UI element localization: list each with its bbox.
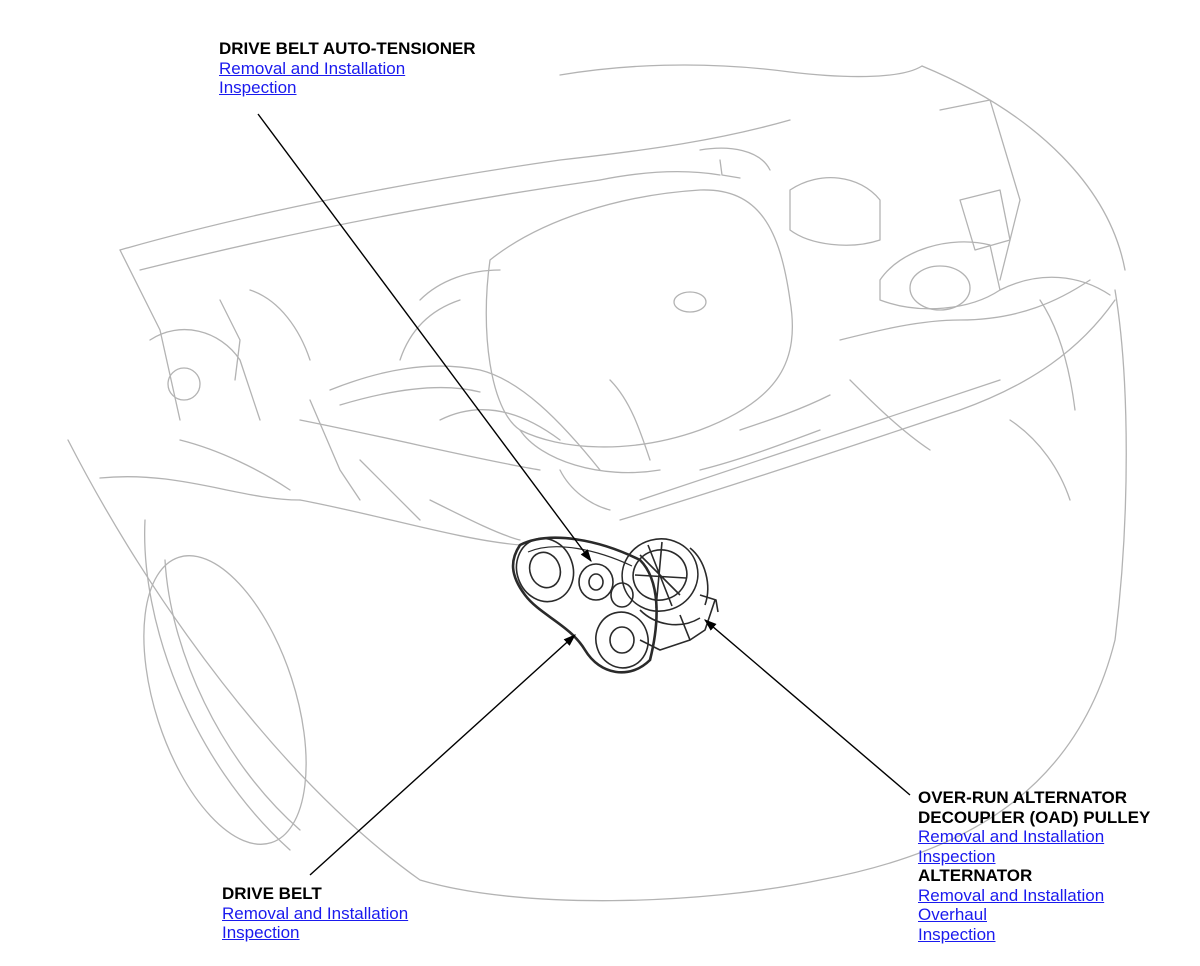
link-alternator-overhaul[interactable]: Overhaul bbox=[918, 905, 987, 924]
leader-lines bbox=[257, 113, 911, 876]
callout-title-oad-pulley-line1: OVER-RUN ALTERNATOR bbox=[918, 788, 1128, 807]
tensioner-leader-line bbox=[257, 113, 592, 563]
link-drive-belt-inspection[interactable]: Inspection bbox=[222, 923, 300, 942]
callout-title-auto-tensioner: DRIVE BELT AUTO-TENSIONER bbox=[219, 39, 476, 58]
callout-title-oad-pulley-line2: DECOUPLER (OAD) PULLEY bbox=[918, 807, 1151, 827]
vehicle-body-sketch bbox=[67, 64, 1127, 902]
link-oad-pulley-inspection[interactable]: Inspection bbox=[918, 846, 996, 866]
link-alternator-removal-installation[interactable]: Removal and Installation bbox=[918, 885, 1105, 905]
callout-drive-belt: DRIVE BELT Removal and Installation Insp… bbox=[222, 884, 408, 943]
callout-oad-pulley-alternator: OVER-RUN ALTERNATOR DECOUPLER (OAD) PULL… bbox=[918, 788, 1150, 944]
link-auto-tensioner-inspection[interactable]: Inspection bbox=[219, 78, 297, 97]
link-drive-belt-removal-installation[interactable]: Removal and Installation bbox=[222, 903, 409, 923]
callout-title-alternator: ALTERNATOR bbox=[918, 866, 1033, 885]
link-auto-tensioner-removal-installation[interactable]: Removal and Installation bbox=[219, 58, 406, 78]
callout-title-drive-belt: DRIVE BELT bbox=[222, 884, 322, 903]
link-alternator-inspection[interactable]: Inspection bbox=[918, 924, 996, 944]
accessory-drive-assembly bbox=[511, 536, 719, 674]
link-oad-pulley-removal-installation[interactable]: Removal and Installation bbox=[918, 827, 1105, 846]
callout-auto-tensioner: DRIVE BELT AUTO-TENSIONER Removal and In… bbox=[219, 39, 476, 98]
alternator-leader-line bbox=[704, 619, 911, 796]
drive-belt-leader-line bbox=[309, 634, 576, 876]
